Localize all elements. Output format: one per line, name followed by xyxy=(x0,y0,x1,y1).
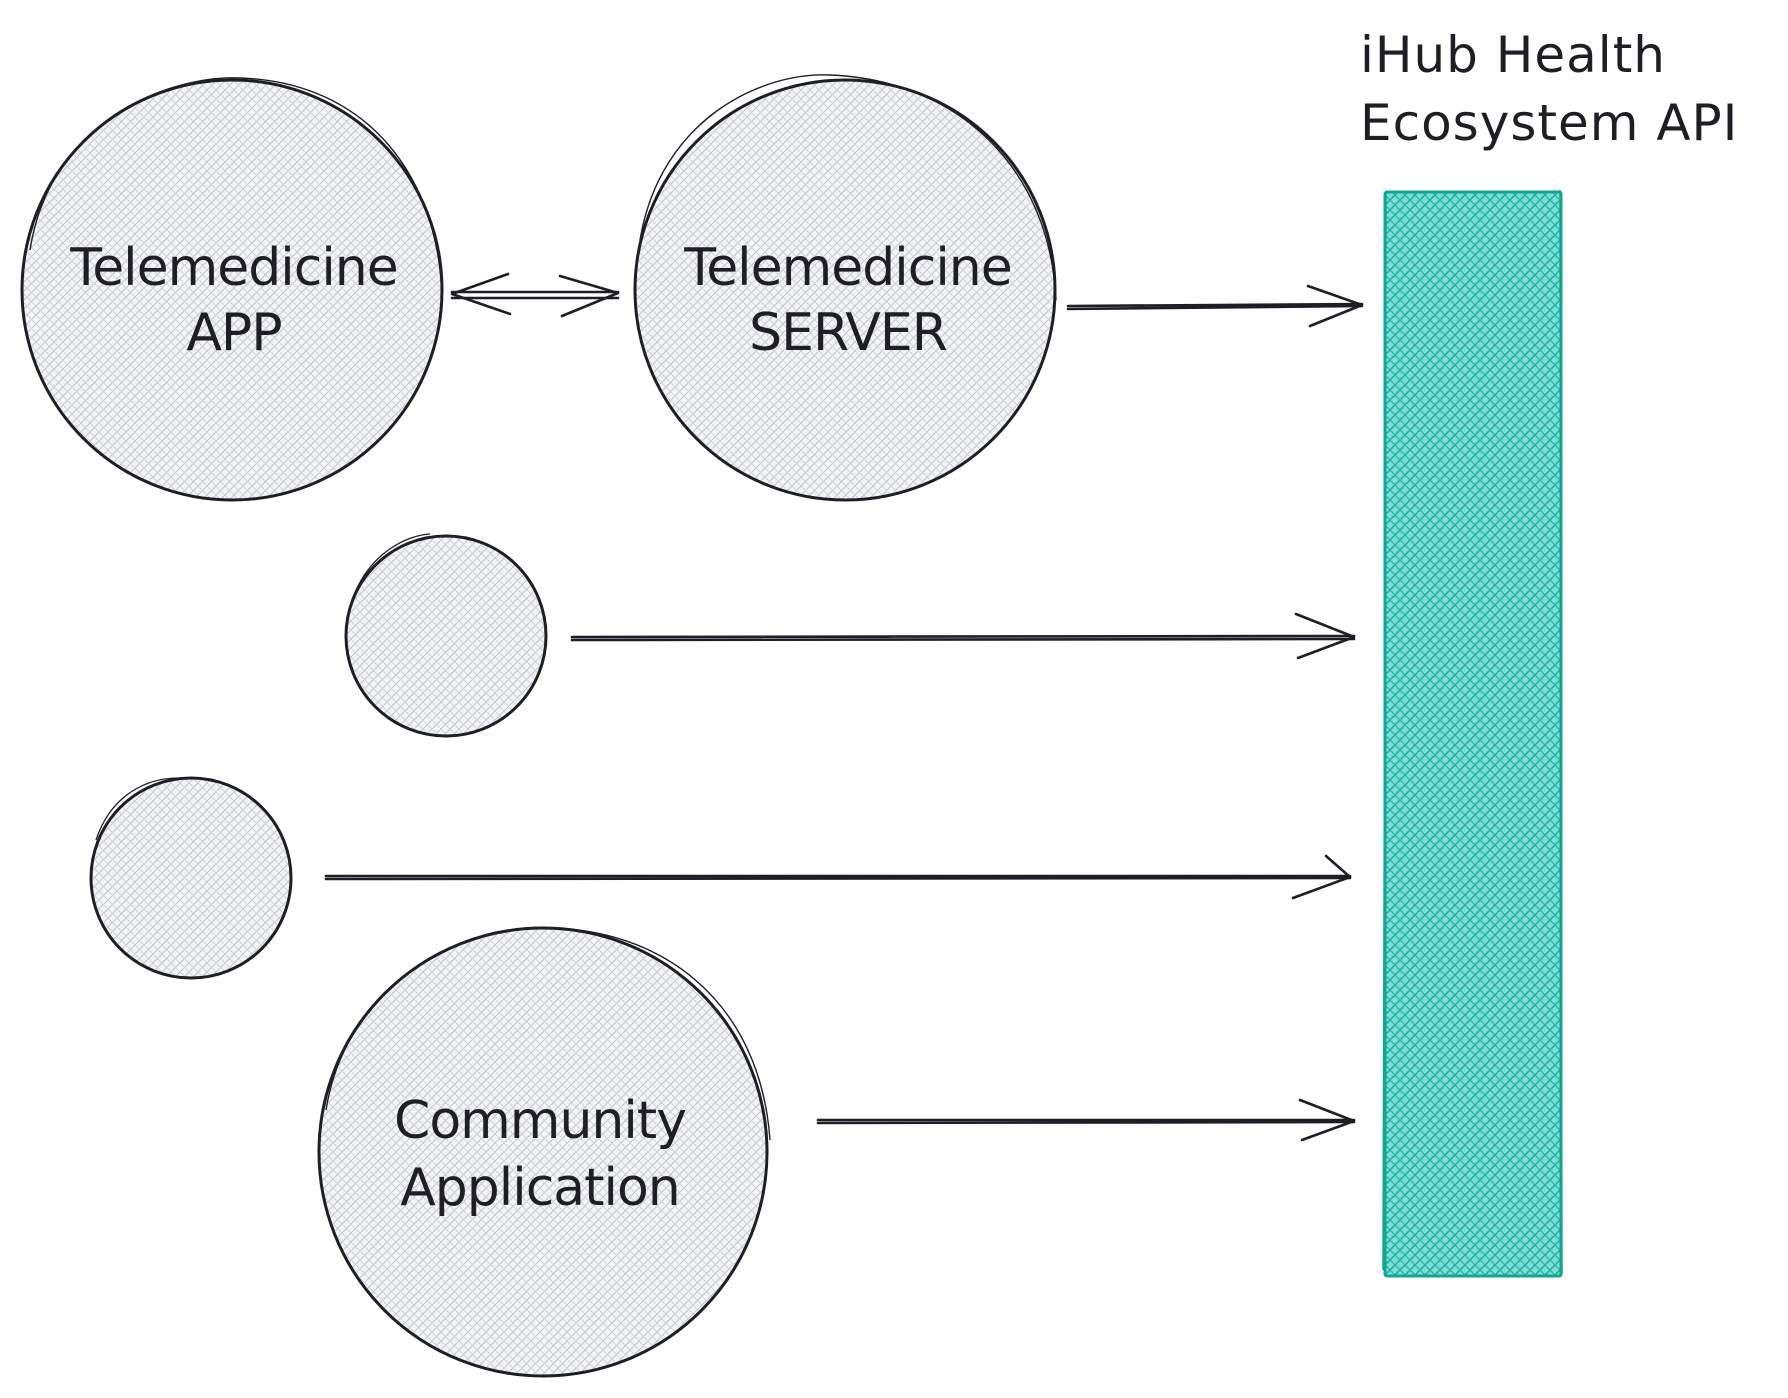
edge-community-to-api[interactable] xyxy=(816,1098,1356,1142)
node-label-line-1: Telemedicine xyxy=(69,238,397,298)
node-label-line-1: Community xyxy=(394,1091,686,1151)
sketch-stroke xyxy=(351,533,431,601)
node-label-line-1: Telemedicine xyxy=(683,238,1011,298)
node-label-line-2: Application xyxy=(400,1158,680,1218)
edge-app-server-bidirectional[interactable] xyxy=(450,272,620,318)
sketch-stroke xyxy=(325,927,771,1141)
node-unlabeled-2[interactable] xyxy=(89,776,293,980)
node-telemedicine-app[interactable]: Telemedicine APP xyxy=(20,77,444,502)
sketch-stroke xyxy=(639,74,1057,301)
node-label-line-2: SERVER xyxy=(749,303,947,363)
api-bar-sketch-edge xyxy=(1382,189,1563,1275)
node-label-line-2: APP xyxy=(186,303,281,363)
edge-unlabeled-2-to-api[interactable] xyxy=(324,854,1352,900)
sketch-stroke xyxy=(95,777,179,841)
node-telemedicine-server[interactable]: Telemedicine SERVER xyxy=(633,74,1057,502)
node-community-application[interactable]: Community Application xyxy=(317,926,771,1378)
api-title-line-2: Ecosystem API xyxy=(1360,94,1738,152)
node-unlabeled-1[interactable] xyxy=(344,533,548,738)
edge-unlabeled-1-to-api[interactable] xyxy=(570,612,1356,660)
api-title-line-1: iHub Health xyxy=(1360,26,1666,84)
edge-server-to-api[interactable] xyxy=(1066,284,1364,328)
ihub-api-bar[interactable] xyxy=(1383,190,1563,1278)
sketch-stroke xyxy=(29,77,443,301)
